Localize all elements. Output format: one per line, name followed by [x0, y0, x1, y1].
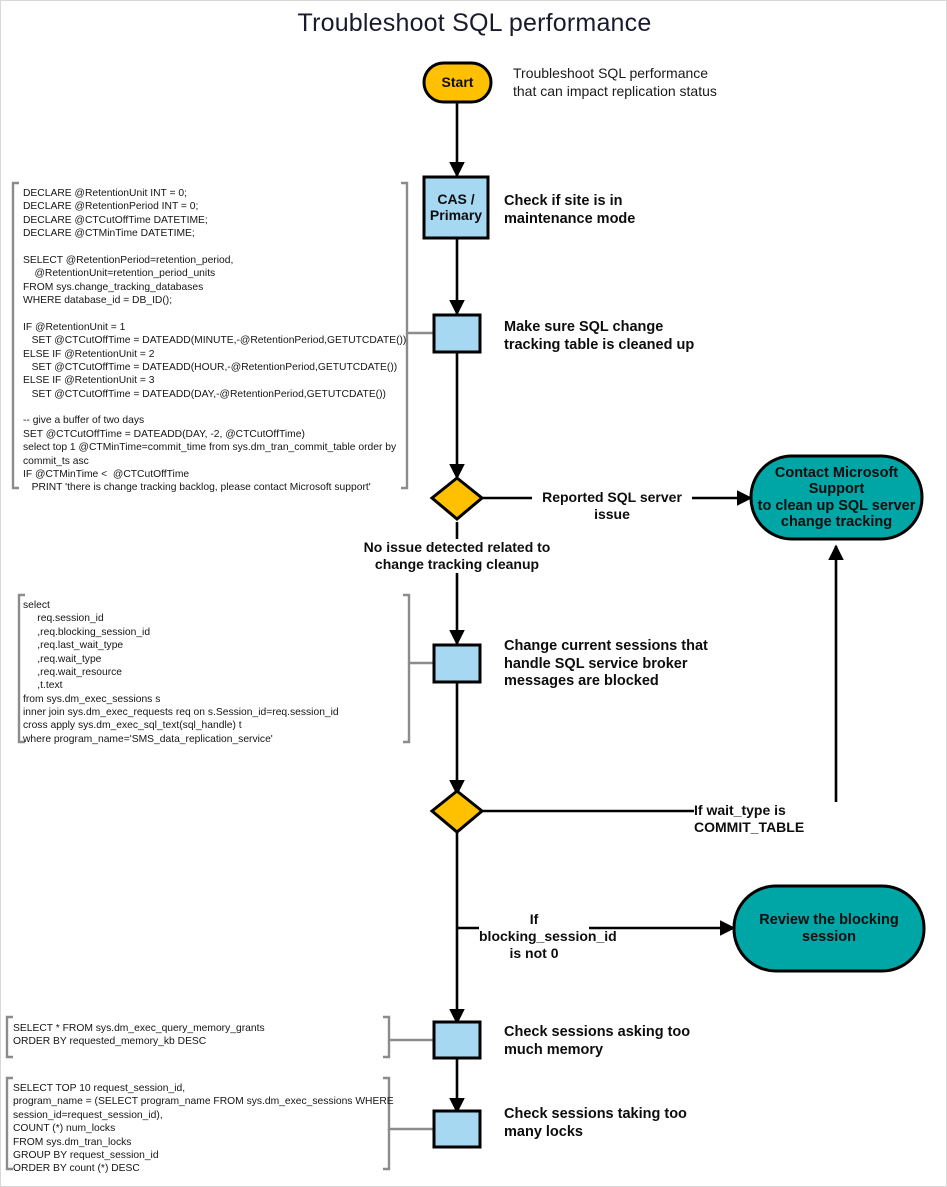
- sql-block-locks: SELECT TOP 10 request_session_id, progra…: [13, 1083, 394, 1175]
- edge-label-commit-table: If wait_type is COMMIT_TABLE: [694, 802, 894, 836]
- review-blocking-label: Review the blocking session: [759, 912, 899, 945]
- shape-contact-support[interactable]: [749, 454, 924, 541]
- shape-locks-check[interactable]: [432, 1109, 482, 1149]
- contact-support-label: Contact Microsoft Support to clean up SQ…: [757, 465, 916, 530]
- sql-bracket-left-1: [11, 181, 19, 490]
- shape-service-broker[interactable]: [432, 643, 482, 684]
- sql-bracket-left-2: [17, 593, 25, 744]
- cas-primary-note: Check if site is in maintenance mode: [504, 193, 636, 227]
- shape-decision-wait-type[interactable]: [429, 789, 485, 834]
- sql-bracket-left-3: [5, 1015, 13, 1059]
- cas-primary-label: CAS / Primary: [429, 190, 483, 223]
- sql-bracket-left-4: [5, 1076, 13, 1171]
- page-title: Troubleshoot SQL performance: [297, 9, 652, 37]
- shape-review-blocking[interactable]: [732, 884, 926, 973]
- memory-note: Check sessions asking too much memory: [504, 1024, 691, 1058]
- start-note: Troubleshoot SQL performance that can im…: [513, 65, 717, 100]
- sql-bracket-right-2b: [403, 663, 411, 744]
- locks-note: Check sessions taking too many locks: [504, 1106, 687, 1140]
- sql-block-service-broker: select req.session_id ,req.blocking_sess…: [23, 600, 339, 745]
- sql-bracket-right-1b: [401, 333, 409, 490]
- change-tracking-note: Make sure SQL change tracking table is c…: [504, 319, 695, 353]
- sql-bracket-right-3b: [383, 1040, 391, 1059]
- edge-label-no-issue: No issue detected related to change trac…: [357, 539, 557, 573]
- service-broker-note: Change current sessions that handle SQL …: [504, 638, 708, 690]
- shape-memory-check[interactable]: [432, 1020, 482, 1060]
- shape-start[interactable]: [422, 61, 493, 104]
- edge-label-reported-issue: Reported SQL server issue: [532, 489, 692, 523]
- sql-bracket-right-3: [383, 1015, 435, 1042]
- shape-cas-primary[interactable]: [422, 175, 490, 240]
- sql-block-change-tracking: DECLARE @RetentionUnit INT = 0; DECLARE …: [23, 188, 407, 494]
- start-node-label: Start: [441, 73, 474, 90]
- sql-bracket-right-2: [403, 593, 435, 665]
- sql-bracket-group: [5, 181, 435, 1171]
- sql-block-memory: SELECT * FROM sys.dm_exec_query_memory_g…: [13, 1023, 265, 1048]
- sql-bracket-right-4: [383, 1076, 435, 1131]
- sql-bracket-right-1: [401, 181, 435, 335]
- edge-label-blocking-session: If blocking_session_id is not 0: [479, 911, 617, 962]
- shape-change-tracking[interactable]: [432, 313, 482, 354]
- sql-bracket-right-4b: [383, 1129, 391, 1171]
- shape-decision-change-tracking[interactable]: [429, 476, 485, 521]
